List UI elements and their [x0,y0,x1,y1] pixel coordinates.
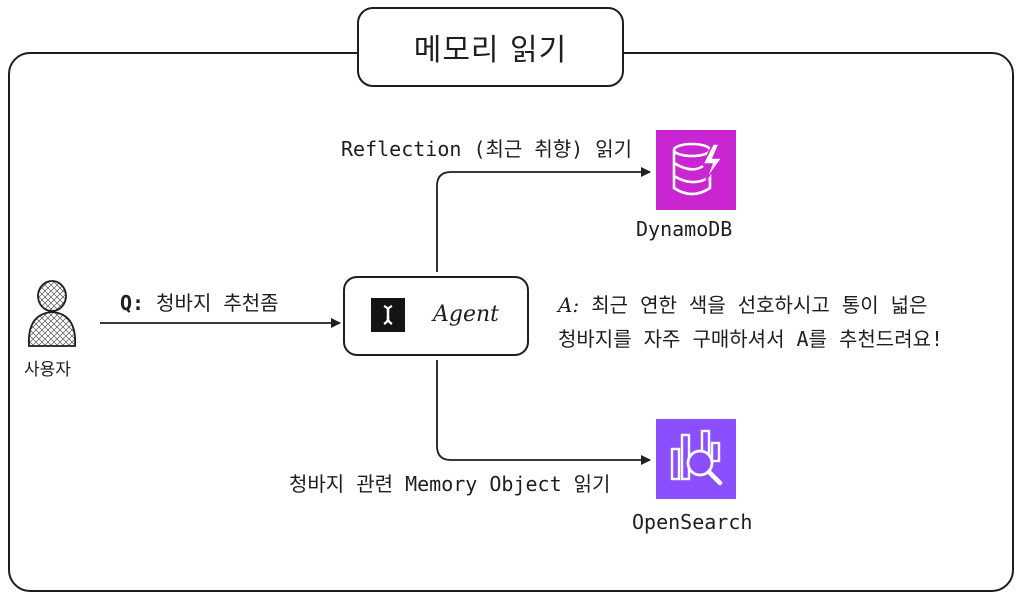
user-label: 사용자 [24,360,71,380]
memory-object-label: 청바지 관련 Memory Object 읽기 [289,472,611,496]
diagram-title-text: 메모리 읽기 [413,33,568,68]
dynamodb-label: DynamoDB [636,217,733,241]
opensearch-magnifier-icon [656,419,736,499]
query-prefix: Q: [120,291,145,315]
agent-node: Agent [343,276,529,356]
answer-line-1-text: 최근 연한 색을 선호하시고 통이 넓은 [591,293,928,317]
opensearch-label: OpenSearch [632,510,753,534]
answer-text: A: 최근 연한 색을 선호하시고 통이 넓은 청바지를 자주 구매하셔서 A를… [558,288,943,356]
reflection-label: Reflection (최근 취향) 읽기 [341,137,633,161]
answer-line-2: 청바지를 자주 구매하셔서 A를 추천드려요! [558,327,944,351]
strands-agent-logo-icon [371,298,405,332]
agent-label: Agent [433,302,499,327]
answer-prefix: A: [558,293,580,317]
query-label: Q: 청바지 추천좀 [120,287,279,316]
dynamodb-database-icon [656,130,736,210]
answer-line-1: A: 최근 연한 색을 선호하시고 통이 넓은 [558,288,943,322]
agent-to-dynamodb-arrow [436,167,651,272]
diagram-title: 메모리 읽기 [357,7,624,87]
agent-to-opensearch-arrow [436,360,651,465]
person-icon [28,280,76,347]
query-text: 청바지 추천좀 [156,291,279,315]
